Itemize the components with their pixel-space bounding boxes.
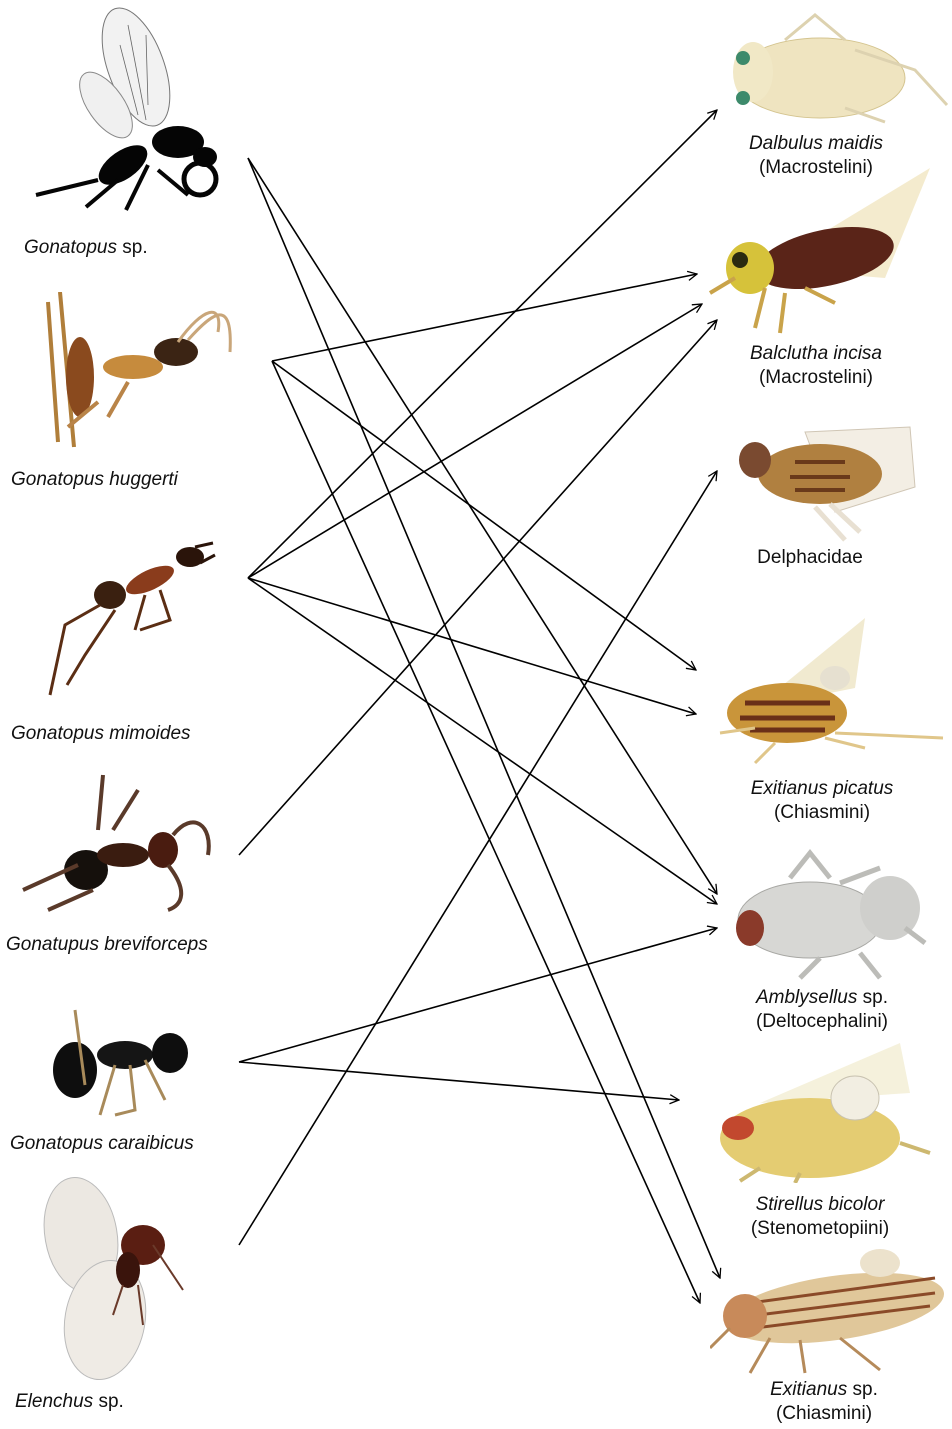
label-gonatopus-mimoides: Gonatopus mimoides xyxy=(11,722,191,746)
species-name: Balclutha incisa xyxy=(750,343,882,364)
species-name: Stirellus bicolor xyxy=(756,1194,885,1215)
label-dalbulus-maidis: Dalbulus maidis (Macrostelini) xyxy=(706,132,926,180)
stirellus-bicolor-photo xyxy=(700,1043,935,1183)
species-suffix: sp. xyxy=(98,1391,123,1412)
gonatopus-sp-photo xyxy=(28,5,228,215)
species-suffix: sp. xyxy=(863,987,888,1008)
genus-name: Exitianus xyxy=(770,1379,847,1400)
delphacidae-photo xyxy=(735,422,920,542)
gonatopus-huggerti-photo xyxy=(38,292,238,457)
species-suffix: sp. xyxy=(122,237,147,258)
association-arrow-gonatopus-huggerti-to-exitianus-picatus xyxy=(272,361,696,670)
association-arrow-gonatopus-mimoides-to-balclutha-incisa xyxy=(248,304,702,578)
genus-name: Amblysellus xyxy=(756,987,857,1008)
species-suffix: sp. xyxy=(853,1379,878,1400)
species-name: Gonatopus caraibicus xyxy=(10,1133,194,1154)
label-gonatopus-huggerti: Gonatopus huggerti xyxy=(11,468,178,492)
gonatopus-caraibicus-photo xyxy=(45,1005,195,1125)
tribe-name: (Macrostelini) xyxy=(706,366,926,390)
amblysellus-sp-photo xyxy=(730,848,930,983)
species-name: Exitianus picatus xyxy=(751,778,894,799)
association-arrow-gonatopus-caraibicus-to-stirellus-bicolor xyxy=(239,1062,679,1100)
species-name: Gonatupus breviforceps xyxy=(6,934,208,955)
association-arrow-gonatopus-sp-to-amblysellus-sp xyxy=(248,158,717,894)
tribe-name: (Chiasmini) xyxy=(714,1402,934,1426)
label-stirellus-bicolor: Stirellus bicolor (Stenometopiini) xyxy=(710,1193,930,1241)
genus-name: Gonatopus xyxy=(24,237,117,258)
association-arrow-gonatopus-mimoides-to-amblysellus-sp xyxy=(248,578,717,904)
label-elenchus-sp: Elenchus sp. xyxy=(15,1390,124,1414)
association-arrow-gonatopus-huggerti-to-exitianus-sp xyxy=(272,361,700,1303)
dalbulus-maidis-photo xyxy=(725,10,950,125)
association-arrow-gonatopus-huggerti-to-balclutha-incisa xyxy=(272,274,697,361)
species-name: Gonatopus mimoides xyxy=(11,723,191,744)
family-name: Delphacidae xyxy=(700,546,920,570)
association-arrow-gonatopus-mimoides-to-exitianus-picatus xyxy=(248,578,696,714)
label-gonatopus-caraibicus: Gonatopus caraibicus xyxy=(10,1132,194,1156)
gonatupus-breviforceps-photo xyxy=(18,770,218,915)
elenchus-sp-photo xyxy=(33,1175,193,1385)
label-exitianus-sp: Exitianus sp. (Chiasmini) xyxy=(714,1378,934,1426)
species-name: Dalbulus maidis xyxy=(749,133,883,154)
association-arrow-gonatopus-sp-to-exitianus-sp xyxy=(248,158,720,1278)
tribe-name: (Chiasmini) xyxy=(712,801,932,825)
association-arrow-gonatopus-mimoides-to-dalbulus-maidis xyxy=(248,110,717,578)
label-amblysellus-sp: Amblysellus sp. (Deltocephalini) xyxy=(712,986,932,1034)
balclutha-incisa-photo xyxy=(705,158,940,338)
species-name: Gonatopus huggerti xyxy=(11,469,178,490)
label-gonatopus-sp: Gonatopus sp. xyxy=(24,236,148,260)
tribe-name: (Macrostelini) xyxy=(706,156,926,180)
label-exitianus-picatus: Exitianus picatus (Chiasmini) xyxy=(712,777,932,825)
exitianus-picatus-photo xyxy=(715,618,947,766)
label-gonatupus-breviforceps: Gonatupus breviforceps xyxy=(6,933,208,957)
tribe-name: (Deltocephalini) xyxy=(712,1010,932,1034)
association-arrow-gonatopus-caraibicus-to-amblysellus-sp xyxy=(239,928,717,1062)
label-balclutha-incisa: Balclutha incisa (Macrostelini) xyxy=(706,342,926,390)
tribe-name: (Stenometopiini) xyxy=(710,1217,930,1241)
genus-name: Elenchus xyxy=(15,1391,93,1412)
gonatopus-mimoides-photo xyxy=(45,535,225,705)
exitianus-sp-photo xyxy=(710,1248,950,1378)
label-delphacidae: Delphacidae xyxy=(700,546,920,570)
